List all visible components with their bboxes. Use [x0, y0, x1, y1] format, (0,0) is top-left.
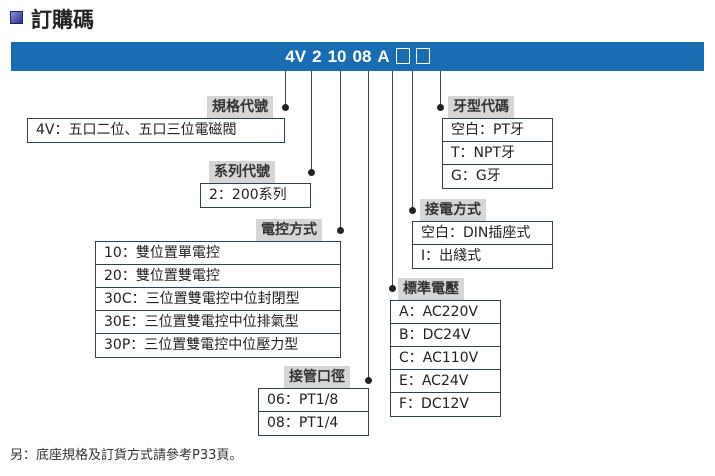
- connector-line-series: [311, 71, 312, 173]
- code-part-port: 08: [352, 47, 372, 66]
- voltage-box: A：AC220V B：DC24V C：AC110V E：AC24V F：DC12…: [390, 300, 501, 417]
- code-banner: 4V 2 10 08 A: [11, 42, 704, 71]
- control-label: 電控方式: [256, 219, 322, 241]
- connector-dot-port: [365, 377, 372, 384]
- connector-line-wiring: [412, 71, 413, 211]
- voltage-option: A：AC220V: [391, 301, 500, 324]
- thread-box: 空白：PT牙 T：NPT牙 G：G牙: [442, 118, 553, 189]
- connector-dot-control: [337, 227, 344, 234]
- voltage-label: 標準電壓: [398, 278, 464, 300]
- series-option: 2：200系列: [209, 187, 287, 203]
- control-option: 10：雙位置單電控: [96, 242, 340, 265]
- connector-line-control: [340, 71, 341, 231]
- port-box: 06：PT1/8 08：PT1/4: [258, 388, 369, 436]
- order-code: 4V 2 10 08 A: [11, 42, 704, 71]
- spec-box: 4V：五口二位、五口三位電磁閥: [27, 118, 285, 143]
- voltage-option: F：DC12V: [399, 396, 469, 412]
- voltage-option: E：AC24V: [391, 370, 500, 393]
- voltage-option: C：AC110V: [391, 347, 500, 370]
- wiring-option: 空白：DIN插座式: [413, 222, 552, 245]
- connector-dot-thread: [437, 104, 444, 111]
- control-option: 30C：三位置雙電控中位封閉型: [96, 288, 340, 311]
- spec-label: 規格代號: [207, 96, 273, 118]
- thread-placeholder-box: [415, 48, 430, 64]
- thread-option: T：NPT牙: [443, 142, 552, 165]
- series-box: 2：200系列: [200, 183, 311, 208]
- control-option: 20：雙位置雙電控: [96, 265, 340, 288]
- thread-option: 空白：PT牙: [443, 119, 552, 142]
- spec-option: 4V：五口二位、五口三位電磁閥: [36, 122, 237, 138]
- footer-note: 另：底座規格及訂貨方式請參考P33頁。: [10, 448, 243, 463]
- code-part-control: 10: [327, 47, 347, 66]
- thread-label: 牙型代碼: [448, 96, 514, 118]
- connector-dot-wiring: [409, 207, 416, 214]
- control-option: 30P：三位置雙電控中位壓力型: [104, 337, 299, 353]
- wiring-option: I：出綫式: [421, 248, 482, 264]
- control-box: 10：雙位置單電控 20：雙位置雙電控 30C：三位置雙電控中位封閉型 30E：…: [95, 241, 341, 358]
- wiring-label: 接電方式: [420, 199, 486, 221]
- port-option: 08：PT1/4: [267, 415, 339, 431]
- port-option: 06：PT1/8: [259, 389, 368, 412]
- wiring-placeholder-box: [395, 48, 410, 64]
- connector-line-thread: [440, 71, 441, 108]
- code-part-series: 2: [312, 47, 322, 66]
- page-title: 訂購碼: [31, 8, 94, 32]
- connector-line-spec: [285, 71, 286, 108]
- port-label: 接管口徑: [284, 366, 350, 388]
- voltage-option: B：DC24V: [391, 324, 500, 347]
- thread-option: G：G牙: [451, 168, 501, 184]
- title-bullet-icon: [10, 11, 23, 24]
- code-part-model: 4V: [285, 47, 307, 66]
- control-option: 30E：三位置雙電控中位排氣型: [96, 311, 340, 334]
- series-label: 系列代號: [209, 161, 275, 183]
- connector-dot-series: [308, 169, 315, 176]
- connector-line-port: [368, 71, 369, 381]
- code-part-voltage: A: [377, 47, 390, 66]
- wiring-box: 空白：DIN插座式 I：出綫式: [412, 221, 553, 269]
- connector-dot-spec: [282, 104, 289, 111]
- connector-line-voltage: [392, 71, 393, 289]
- connector-dot-voltage: [389, 285, 396, 292]
